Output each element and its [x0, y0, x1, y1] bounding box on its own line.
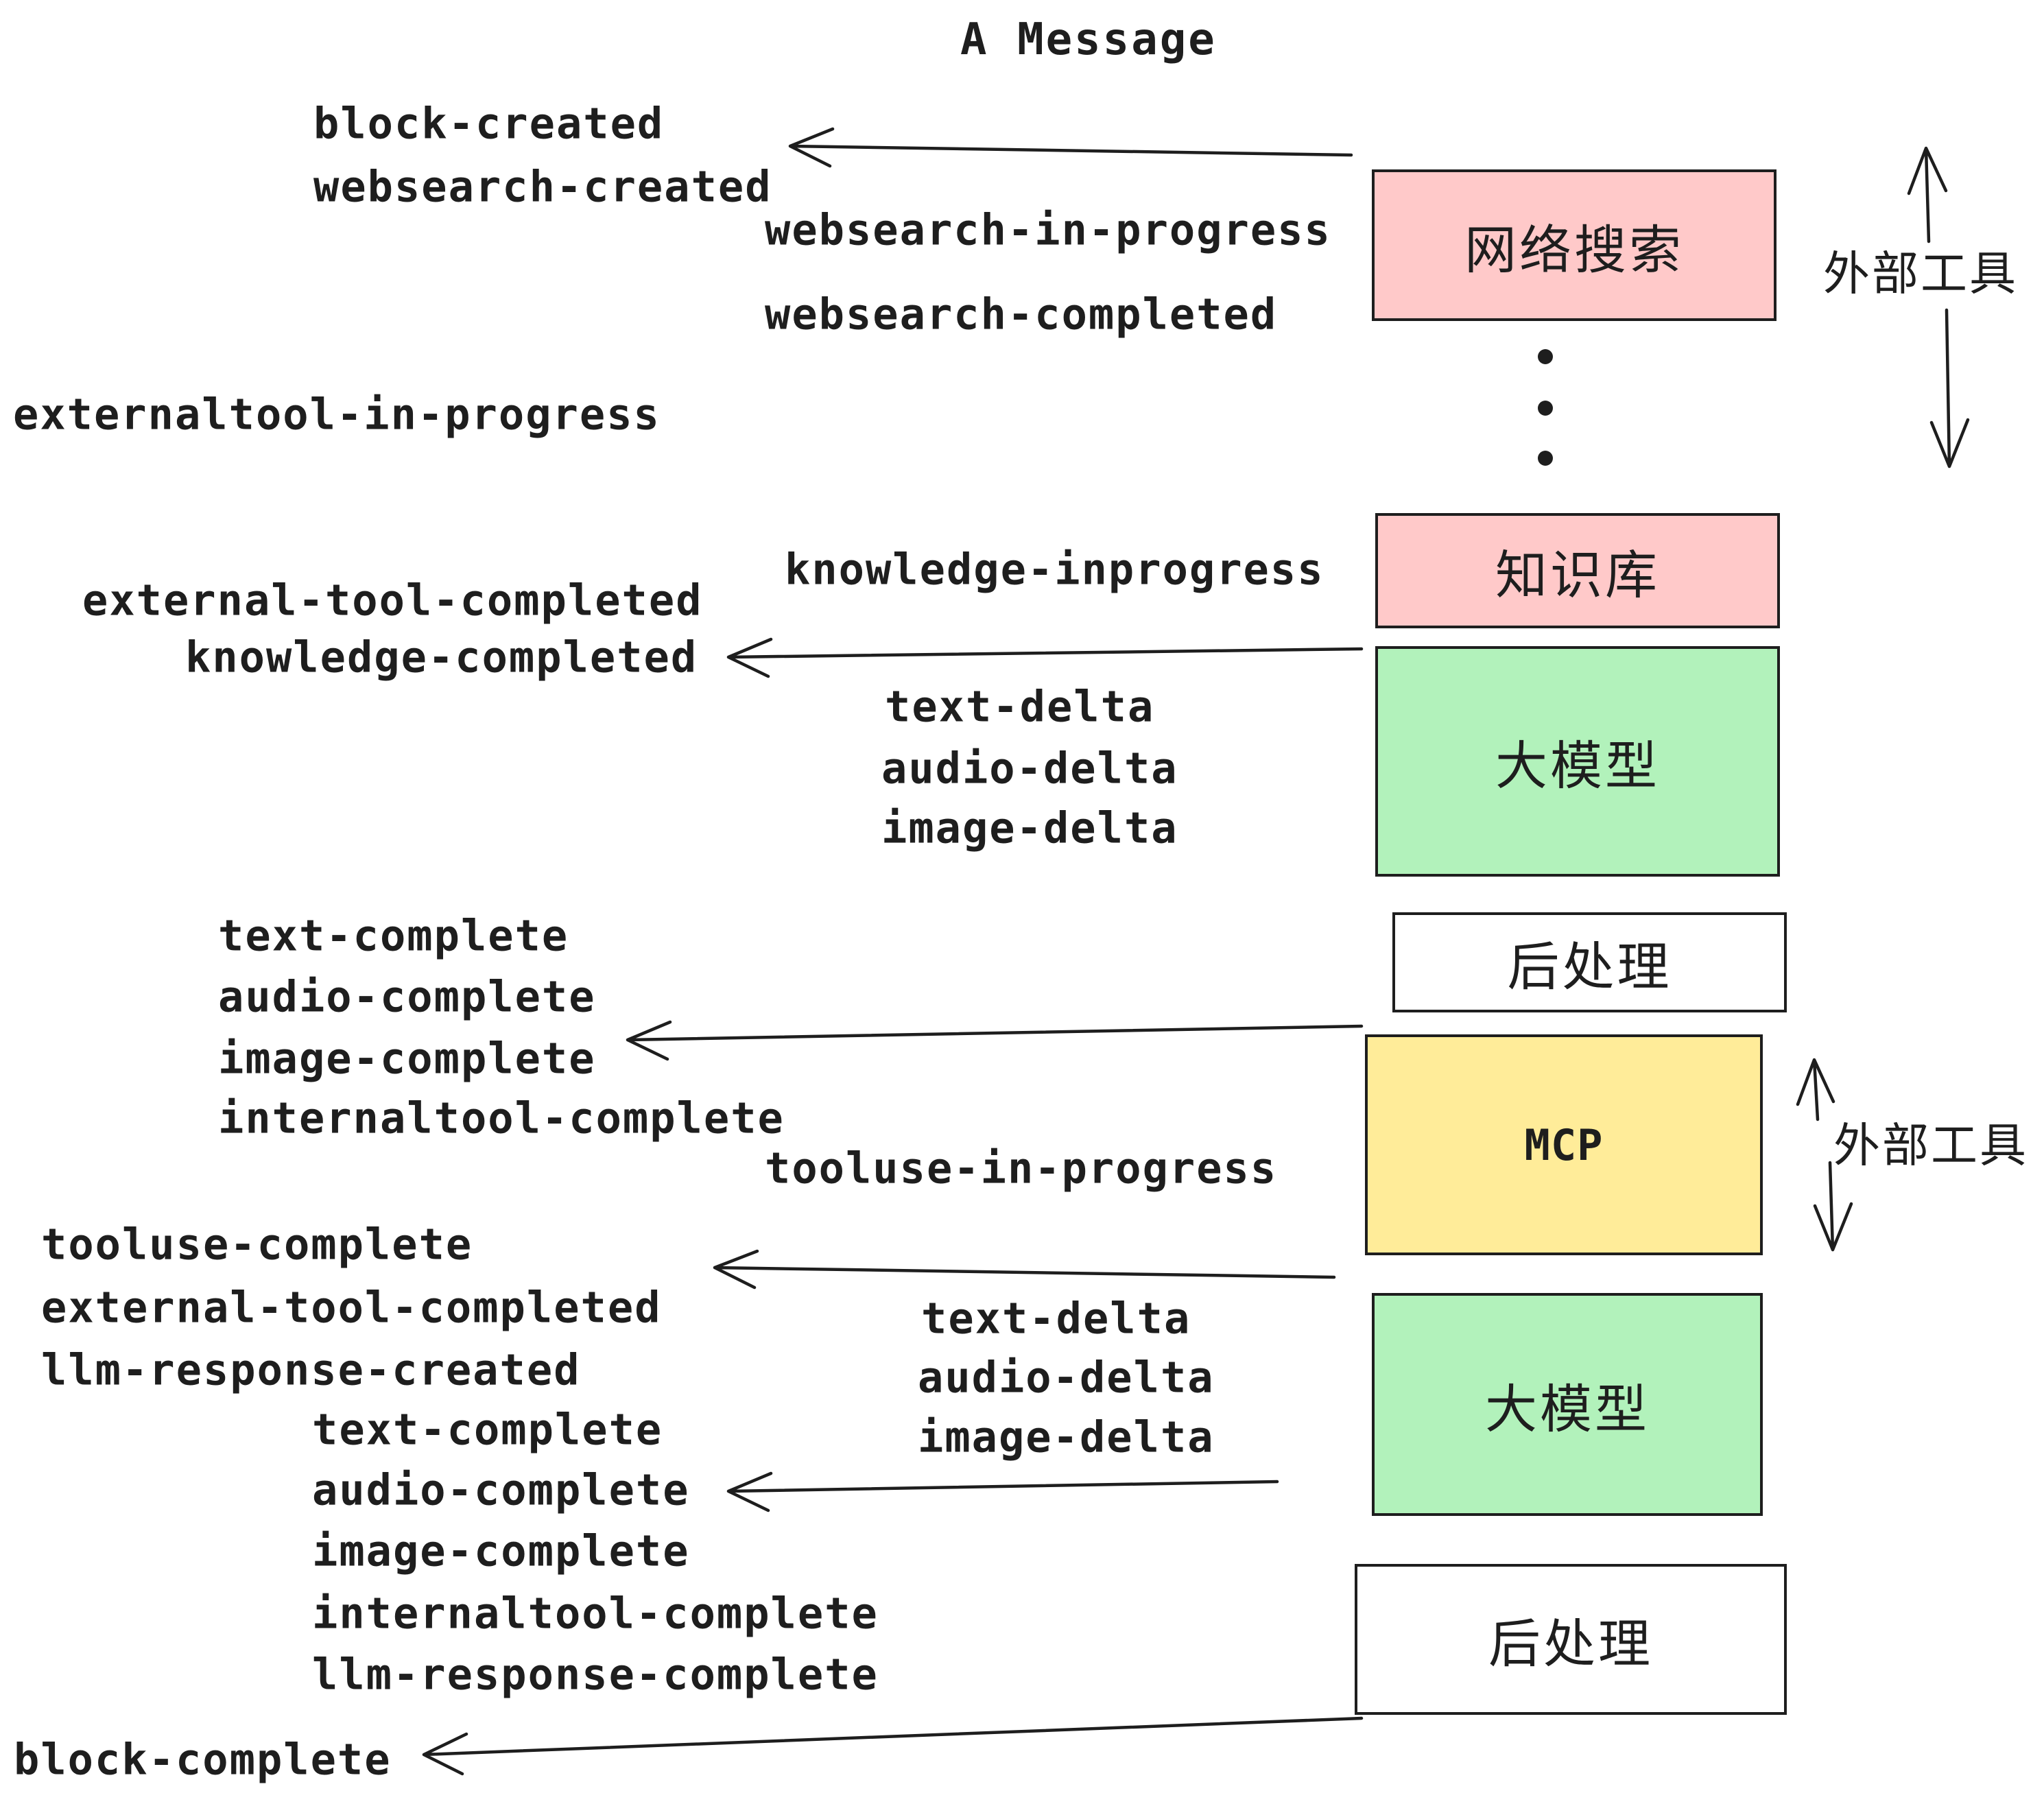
box-postprocess: 后处理: [1392, 912, 1787, 1012]
label-audio-delta-1: audio-delta: [881, 743, 1178, 794]
box-websearch-label: 网络搜索: [1464, 219, 1684, 281]
arrow-block-complete-icon: [422, 1716, 1364, 1776]
arrow-image-complete-icon: [626, 1020, 1364, 1061]
label-image-delta-1: image-delta: [881, 803, 1178, 853]
label-tooluse-in-progress: tooluse-in-progress: [765, 1143, 1278, 1194]
label-knowledge-inprogress: knowledge-inprogress: [785, 544, 1324, 595]
box-postprocess-label: 后处理: [1507, 936, 1672, 997]
box-postprocess-2-label: 后处理: [1488, 1613, 1653, 1674]
box-postprocess-2: 后处理: [1355, 1564, 1787, 1715]
label-audio-complete-1: audio-complete: [218, 971, 596, 1022]
label-external-tool-completed: external-tool-completed: [82, 575, 703, 626]
arrow-external-tools-top-up-icon: [1907, 146, 1948, 244]
annotation-external-tools-bottom: 外部工具: [1833, 1119, 2029, 1174]
label-internaltool-complete-1: internaltool-complete: [218, 1093, 785, 1143]
label-websearch-completed: websearch-completed: [765, 289, 1278, 340]
label-text-complete-2: text-complete: [312, 1404, 663, 1455]
label-llm-response-created: llm-response-created: [41, 1344, 581, 1395]
box-llm-2: 大模型: [1372, 1293, 1763, 1516]
label-external-tool-completed-2: external-tool-completed: [41, 1282, 662, 1333]
label-text-delta-1: text-delta: [885, 681, 1155, 732]
box-llm-label: 大模型: [1495, 735, 1660, 796]
label-externaltool-in-progress: externaltool-in-progress: [13, 389, 661, 440]
box-mcp-label: MCP: [1524, 1119, 1604, 1170]
label-llm-response-complete: llm-response-complete: [312, 1649, 879, 1700]
arrow-block-created-icon: [788, 127, 1353, 168]
label-tooluse-complete: tooluse-complete: [41, 1219, 473, 1270]
arrow-external-tools-bottom-down-icon: [1813, 1161, 1853, 1252]
box-knowledge-base-label: 知识库: [1495, 545, 1660, 606]
arrow-tooluse-complete-icon: [713, 1249, 1336, 1290]
ellipsis-dots-icon: [1538, 349, 1553, 466]
label-internaltool-complete-2: internaltool-complete: [312, 1588, 879, 1639]
label-audio-complete-2: audio-complete: [312, 1464, 690, 1515]
label-websearch-in-progress: websearch-in-progress: [765, 204, 1331, 255]
label-audio-delta-2: audio-delta: [918, 1352, 1215, 1403]
page-title: A Message: [960, 14, 1217, 65]
annotation-external-tools-top: 外部工具: [1823, 247, 2019, 302]
label-text-complete-1: text-complete: [218, 910, 569, 961]
label-image-complete-1: image-complete: [218, 1033, 596, 1084]
arrow-audio-complete-icon: [726, 1471, 1279, 1512]
arrow-knowledge-completed-icon: [726, 637, 1364, 678]
box-llm-2-label: 大模型: [1485, 1378, 1650, 1440]
label-knowledge-completed: knowledge-completed: [185, 632, 698, 683]
label-websearch-created: websearch-created: [313, 161, 772, 212]
label-block-created: block-created: [313, 98, 665, 149]
box-websearch: 网络搜索: [1372, 169, 1776, 321]
label-image-delta-2: image-delta: [918, 1412, 1215, 1462]
label-image-complete-2: image-complete: [312, 1526, 690, 1576]
label-text-delta-2: text-delta: [921, 1293, 1191, 1344]
box-llm: 大模型: [1375, 646, 1780, 877]
box-mcp: MCP: [1365, 1034, 1763, 1255]
arrow-external-tools-bottom-up-icon: [1796, 1058, 1835, 1121]
arrow-external-tools-top-down-icon: [1929, 308, 1970, 468]
label-block-complete: block-complete: [14, 1734, 392, 1785]
box-knowledge-base: 知识库: [1375, 513, 1780, 628]
